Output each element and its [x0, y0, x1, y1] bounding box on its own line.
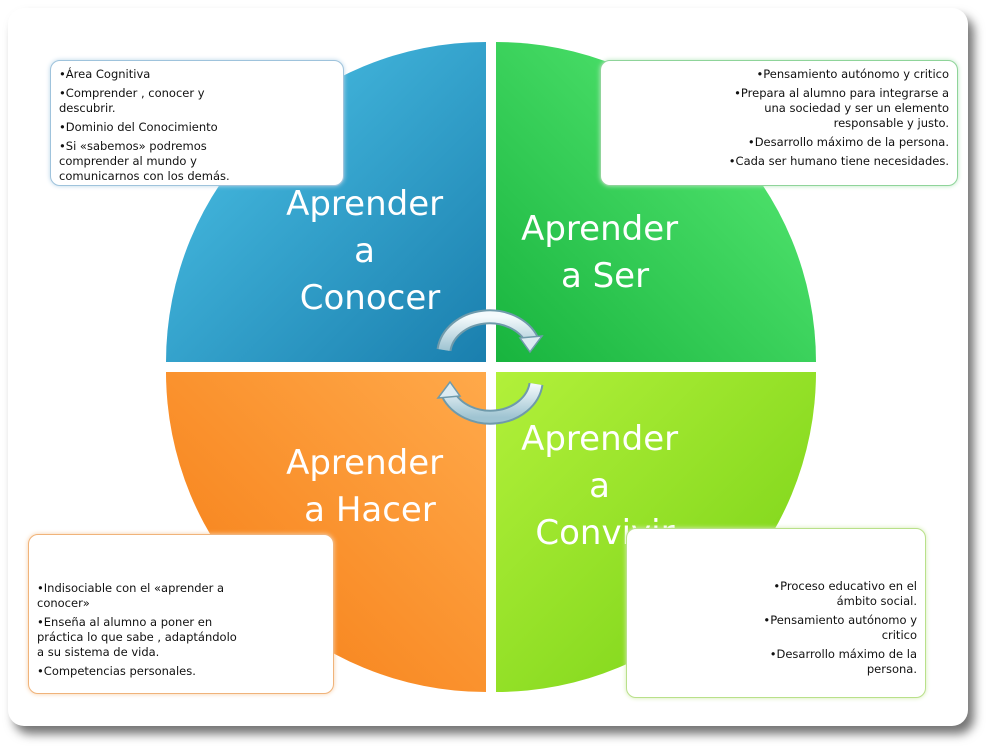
quadrant-hacer	[166, 372, 486, 692]
info-box-convivir: •Proceso educativo en el ámbito social. …	[626, 528, 926, 698]
label-hacer: Aprender a Hacer	[286, 443, 454, 530]
quadrant-conocer	[166, 42, 486, 362]
label-ser: Aprender a Ser	[521, 209, 689, 296]
info-box-conocer: •Área Cognitiva •Comprender , conocer y …	[50, 60, 344, 186]
info-box-hacer: •Indisociable con el «aprender a conocer…	[28, 534, 334, 694]
label-conocer: Aprender a Conocer	[286, 184, 454, 318]
cycle-arrows-icon	[436, 309, 544, 425]
label-convivir: Aprender a Convivir	[521, 419, 689, 553]
quadrant-ser	[496, 42, 816, 362]
info-box-ser: •Pensamiento autónomo y critico •Prepara…	[600, 60, 958, 186]
